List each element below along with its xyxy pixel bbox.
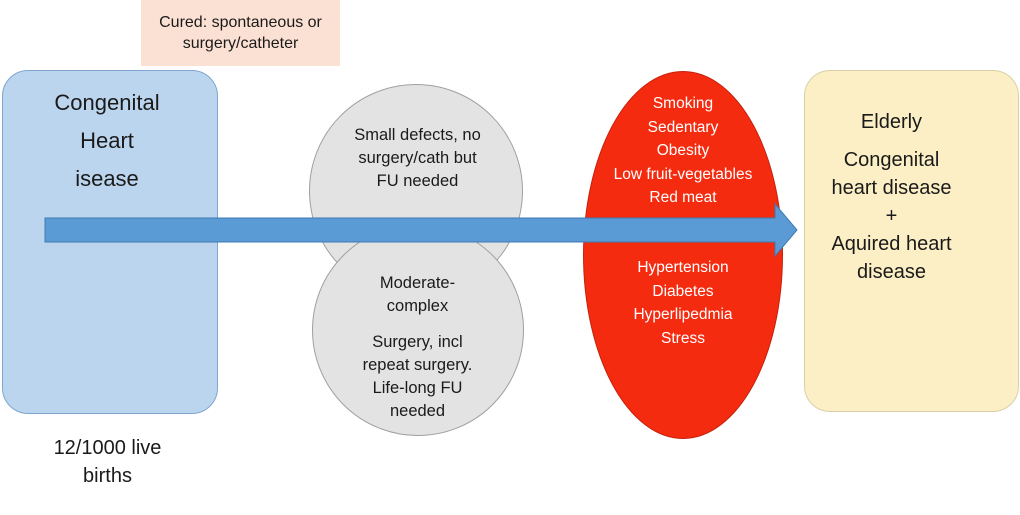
elderly-box [804, 70, 1019, 412]
small-defects-line: Small defects, no [354, 126, 481, 144]
small-defects-line: surgery/cath but [358, 149, 477, 167]
surgery-note-line: Life-long FU [372, 379, 463, 397]
births-note: 12/1000 live births [0, 434, 215, 490]
elderly-line: Congenital [843, 149, 940, 171]
small-defects-line: FU needed [376, 172, 459, 190]
progression-arrow-shape [44, 202, 798, 258]
surgery-note-text: Surgery, incl repeat surgery. Life-long … [320, 331, 515, 423]
cured-note-line: Cured: spontaneous or [159, 14, 322, 31]
condition-factor: Hypertension [637, 259, 729, 276]
lifestyle-factor: Obesity [656, 142, 710, 159]
elderly-plus-sign: + [885, 205, 898, 227]
moderate-complex-line: complex [386, 297, 449, 315]
lifestyle-risk-factors: Smoking Sedentary Obesity Low fruit-vege… [585, 92, 781, 210]
births-line: 12/1000 live [53, 437, 162, 459]
moderate-complex-line: Moderate- [379, 274, 456, 292]
surgery-note-line: needed [389, 402, 446, 420]
elderly-title: Elderly [860, 111, 923, 133]
elderly-line: Aquired heart [831, 233, 952, 255]
condition-risk-factors: Hypertension Diabetes Hyperlipedmia Stre… [585, 256, 781, 350]
start-box-line: Congenital [54, 90, 160, 115]
elderly-line: heart disease [831, 177, 952, 199]
lifestyle-factor: Low fruit-vegetables [613, 165, 753, 183]
lifestyle-factor: Smoking [652, 95, 714, 112]
elderly-spacer [804, 136, 979, 146]
start-box-line: Heart [80, 128, 134, 153]
births-line: births [83, 465, 132, 487]
cured-note-line: surgery/catheter [182, 35, 299, 52]
elderly-line: disease [857, 261, 926, 283]
cured-note-box: Cured: spontaneous or surgery/catheter [141, 0, 340, 66]
elderly-label: Elderly Congenital heart disease + Aquir… [804, 108, 979, 286]
start-box-line: isease [75, 166, 139, 191]
lifestyle-factor: Sedentary [647, 118, 719, 136]
risk-factors-oval [583, 71, 783, 439]
condition-factor: Diabetes [652, 282, 714, 300]
condition-factor: Stress [661, 329, 705, 347]
surgery-note-line: repeat surgery. [362, 356, 473, 374]
moderate-complex-text: Moderate- complex [320, 272, 515, 318]
surgery-note-line: Surgery, incl [372, 333, 463, 351]
congenital-heart-disease-label: Congenital Heart isease [2, 84, 212, 198]
condition-factor: Hyperlipedmia [633, 306, 733, 323]
lifestyle-factor: Red meat [649, 189, 717, 206]
small-defects-text: Small defects, no surgery/cath but FU ne… [320, 124, 515, 193]
